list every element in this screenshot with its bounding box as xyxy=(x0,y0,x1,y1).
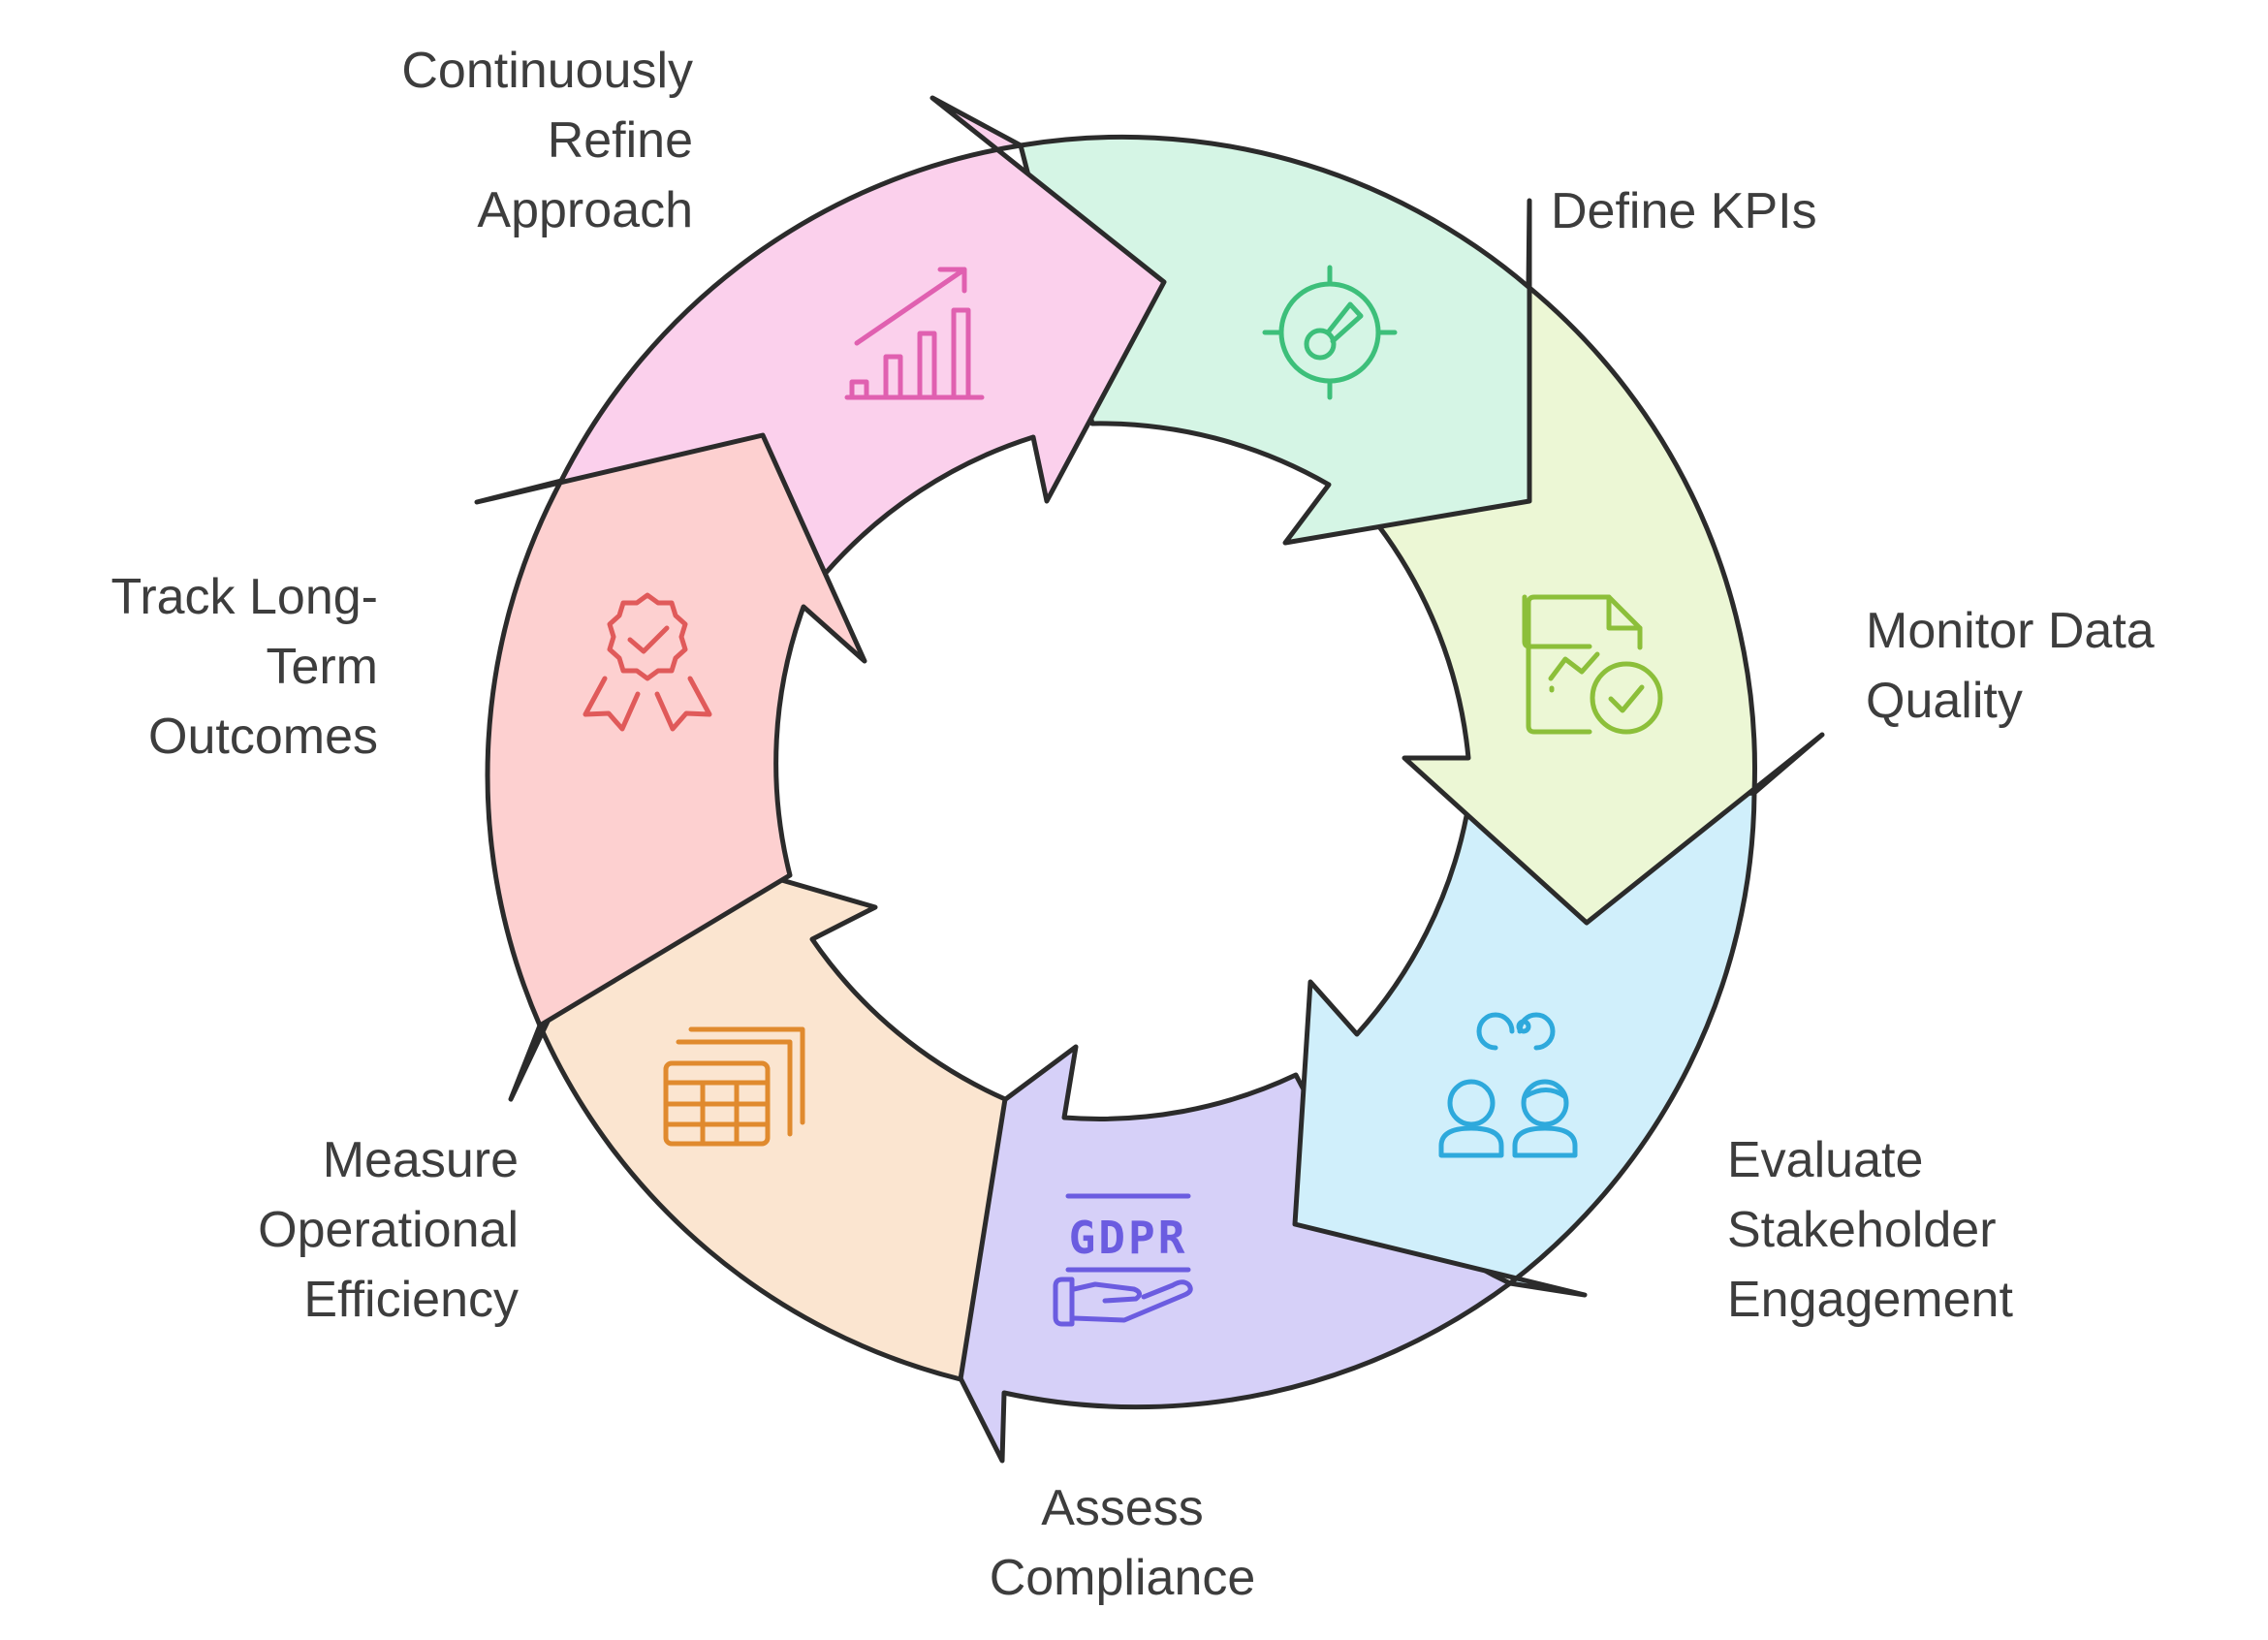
label-line: Continuously xyxy=(401,43,693,99)
label-line: Stakeholder xyxy=(1727,1202,1997,1258)
table-stack-icon xyxy=(663,1026,805,1147)
label-line: Refine xyxy=(548,112,693,169)
label-line: Outcomes xyxy=(148,709,378,765)
label-line: Measure xyxy=(323,1132,519,1188)
gdpr-hand-icon xyxy=(1053,1193,1193,1327)
label-line: Term xyxy=(266,639,378,695)
growth-bar-chart-icon xyxy=(844,267,985,400)
people-connection-icon xyxy=(1438,1012,1578,1158)
segment-define-kpis xyxy=(1018,134,1532,546)
label-line: Define KPIs xyxy=(1551,183,1817,239)
segment-measure-operational-efficiency xyxy=(508,835,1008,1382)
label-line: Compliance xyxy=(990,1550,1256,1606)
gdpr-text: GDPR xyxy=(1069,1212,1188,1264)
label-line: Evaluate xyxy=(1727,1132,1923,1188)
label-line: Efficiency xyxy=(303,1272,519,1328)
label-line: Engagement xyxy=(1727,1272,2013,1328)
segment-evaluate-stakeholder-engagement xyxy=(1292,790,1757,1298)
label-line: Assess xyxy=(1041,1480,1204,1536)
label-line: Quality xyxy=(1866,673,2023,729)
label-line: Track Long- xyxy=(110,569,378,625)
target-gauge-icon xyxy=(1262,265,1398,400)
label-define-kpis: Define KPIs xyxy=(1551,183,1817,239)
label-line: Monitor Data xyxy=(1866,603,2155,659)
document-chart-check-icon xyxy=(1522,594,1663,735)
label-line: Operational xyxy=(258,1202,519,1258)
award-badge-icon xyxy=(583,592,712,732)
label-line: Approach xyxy=(477,182,693,238)
